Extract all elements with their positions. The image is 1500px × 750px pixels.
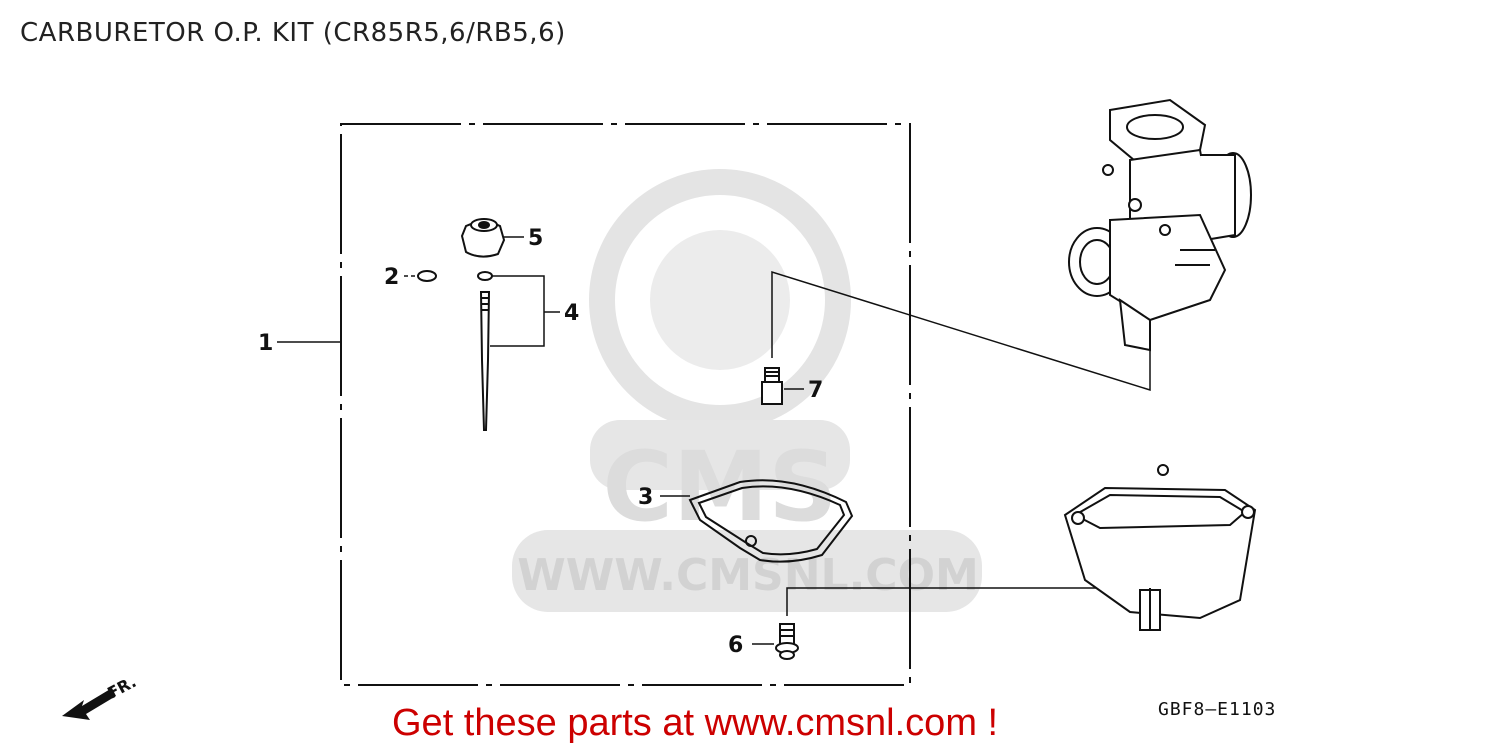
diagram-code: GBF8–E1103 xyxy=(1158,699,1277,720)
callout-4: 4 xyxy=(564,301,579,326)
float-bowl xyxy=(1063,464,1257,631)
cms-watermark: CMS WWW.CMSNL.COM xyxy=(512,169,982,612)
main-jet-part xyxy=(761,367,783,405)
callout-3: 3 xyxy=(638,485,653,510)
footer-link[interactable]: Get these parts at www.cmsnl.com ! xyxy=(392,702,999,744)
callout-5: 5 xyxy=(528,226,543,251)
callout-1: 1 xyxy=(258,331,273,356)
watermark-brand: CMS xyxy=(602,431,837,543)
drain-screw-part xyxy=(775,623,799,660)
callout-2: 2 xyxy=(384,265,399,290)
kit-frame xyxy=(340,123,911,686)
gasket-part xyxy=(688,479,854,563)
callout-6: 6 xyxy=(728,633,743,658)
page-title: CARBURETOR O.P. KIT (CR85R5,6/RB5,6) xyxy=(20,18,566,48)
washer-part xyxy=(417,270,437,282)
callout-7: 7 xyxy=(808,378,823,403)
carburetor-body xyxy=(1068,98,1252,352)
jet-needle-part xyxy=(477,271,493,431)
needle-holder-part xyxy=(460,218,506,258)
front-direction-arrow: FR. xyxy=(62,672,139,720)
watermark-url: WWW.CMSNL.COM xyxy=(517,550,979,601)
